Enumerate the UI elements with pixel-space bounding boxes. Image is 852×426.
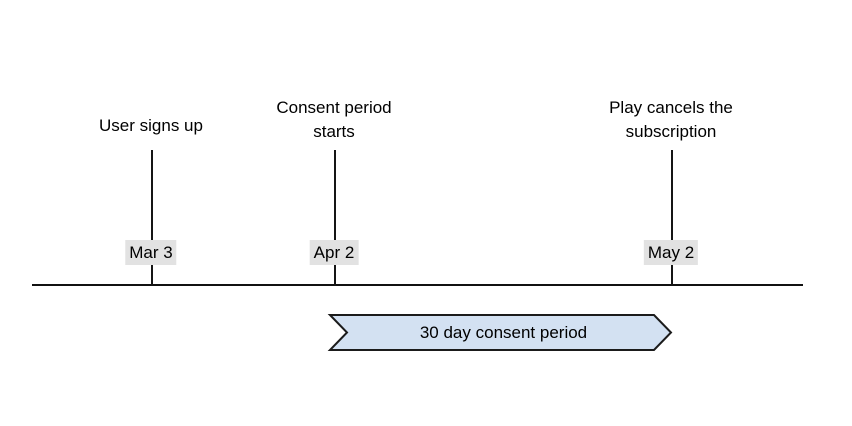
event-label-play-cancels: Play cancels the subscription — [609, 98, 733, 141]
consent-period-banner-shape — [327, 314, 673, 351]
timeline-axis — [32, 284, 803, 286]
chevron-shape — [327, 314, 673, 351]
event-label-signup: User signs up — [99, 116, 203, 135]
tick-line-consent-start — [334, 150, 336, 286]
date-chip-play-cancels: May 2 — [643, 240, 699, 265]
tick-line-play-cancels — [671, 150, 673, 286]
tick-line-signup — [151, 150, 153, 286]
consent-period-banner: 30 day consent period — [327, 314, 673, 351]
date-chip-signup: Mar 3 — [125, 240, 177, 265]
event-label-consent-start: Consent period starts — [276, 98, 392, 141]
date-chip-consent-start: Apr 2 — [309, 240, 359, 265]
consent-period-banner-label: 30 day consent period — [419, 322, 588, 342]
